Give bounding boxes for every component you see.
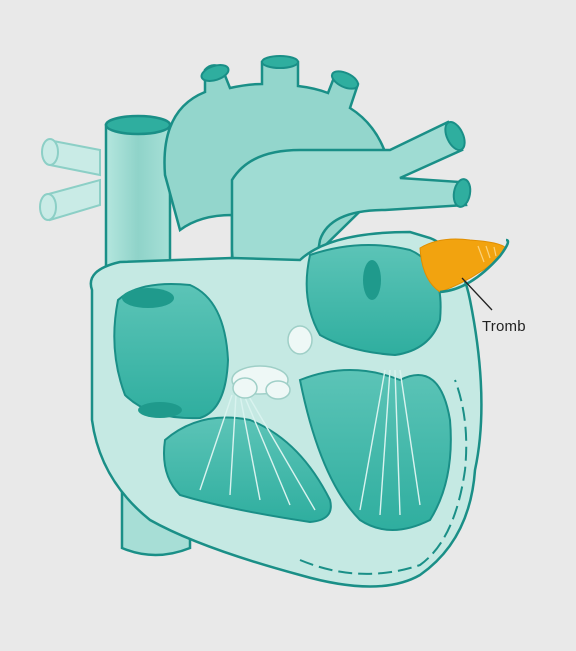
right-atrium-shadow-top xyxy=(122,288,174,308)
pulmonary-veins-left xyxy=(40,139,100,220)
right-atrium-shadow xyxy=(138,402,182,418)
pulmonary-vein-opening xyxy=(363,260,381,300)
thrombus-label: Tromb xyxy=(482,318,526,335)
